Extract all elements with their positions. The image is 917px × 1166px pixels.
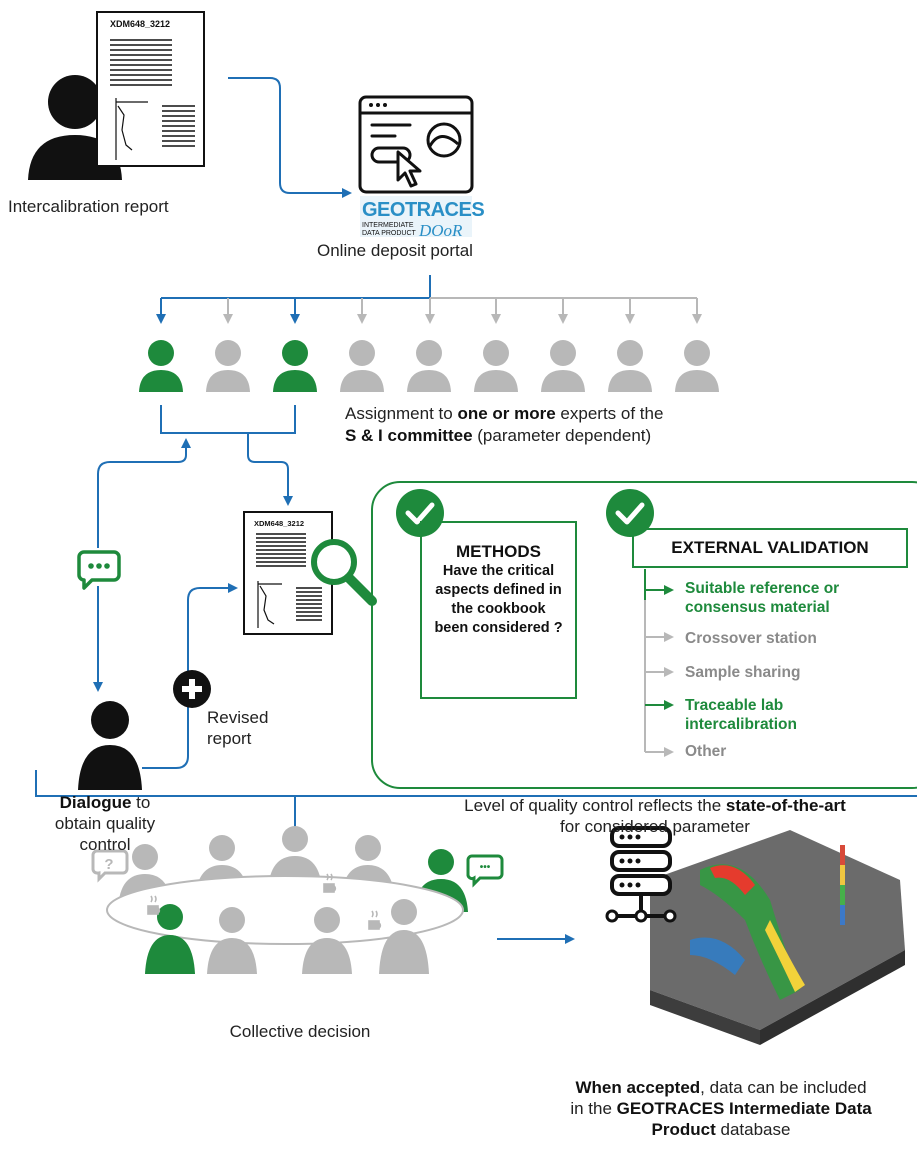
database-map-image <box>650 830 905 1045</box>
quality-control-note: Level of quality control reflects the st… <box>464 796 846 836</box>
svg-text:INTERMEDIATE: INTERMEDIATE <box>362 222 414 229</box>
coffee-cup-icon <box>147 873 382 930</box>
validation-option: Sample sharing <box>685 664 801 681</box>
report-code-text: XDM648_3212 <box>110 19 170 29</box>
expert-person-icon <box>608 340 652 392</box>
validation-option: Other <box>685 743 727 760</box>
assignment-text-line1: Assignment to one or more experts of the <box>345 404 664 423</box>
expert-person-icon <box>541 340 585 392</box>
svg-text:?: ? <box>104 856 113 873</box>
external-validation-title: EXTERNAL VALIDATION <box>671 538 869 557</box>
expert-person-icon <box>206 340 250 392</box>
checkmark-icon <box>396 489 444 537</box>
chat-bubble-icon: ••• <box>466 854 504 888</box>
expert-selected-person-icon <box>273 340 317 392</box>
portal-caption: Online deposit portal <box>317 241 473 260</box>
plus-icon <box>173 670 211 708</box>
validation-option: Crossover station <box>685 630 817 647</box>
svg-text:DOoR: DOoR <box>418 221 463 240</box>
expert-person-icon <box>407 340 451 392</box>
report-document-icon: XDM648_3212 <box>96 11 205 167</box>
submitter-person-icon <box>78 701 142 790</box>
methods-box: METHODS Have the critical aspects define… <box>420 521 577 699</box>
cursor-icon <box>396 150 422 188</box>
geotraces-door-logo: GEOTRACES INTERMEDIATE DATA PRODUCT DOoR <box>360 196 485 240</box>
svg-text:•••: ••• <box>480 862 491 873</box>
checkmark-icon <box>606 489 654 537</box>
expert-selected-person-icon <box>139 340 183 392</box>
server-icon <box>605 826 677 923</box>
external-validation-box: EXTERNAL VALIDATION <box>632 528 908 568</box>
intercalibration-report-label: Intercalibration report <box>8 197 169 216</box>
meeting-group: ? ••• <box>91 826 504 974</box>
expert-person-icon <box>340 340 384 392</box>
collective-decision-label: Collective decision <box>229 1022 371 1041</box>
svg-text:XDM648_3212: XDM648_3212 <box>254 519 304 528</box>
expert-person-icon <box>474 340 518 392</box>
dialogue-label: Dialogue to obtain quality control <box>54 793 156 854</box>
svg-text:DATA PRODUCT: DATA PRODUCT <box>362 230 417 237</box>
question-bubble-icon: ? <box>91 849 129 883</box>
chat-bubble-icon <box>77 550 121 590</box>
methods-question: Have the critical aspects defined in the… <box>434 563 563 636</box>
expert-person-icon <box>675 340 719 392</box>
magnifier-icon <box>311 539 377 606</box>
expert-row <box>139 340 719 392</box>
methods-title: METHODS <box>456 542 541 561</box>
accepted-note: When accepted, data can be included in t… <box>570 1078 872 1139</box>
assignment-text-line2: S & I committee (parameter dependent) <box>345 426 652 445</box>
svg-text:GEOTRACES: GEOTRACES <box>362 199 484 221</box>
validation-panel <box>371 481 917 789</box>
browser-window-icon <box>358 95 474 194</box>
